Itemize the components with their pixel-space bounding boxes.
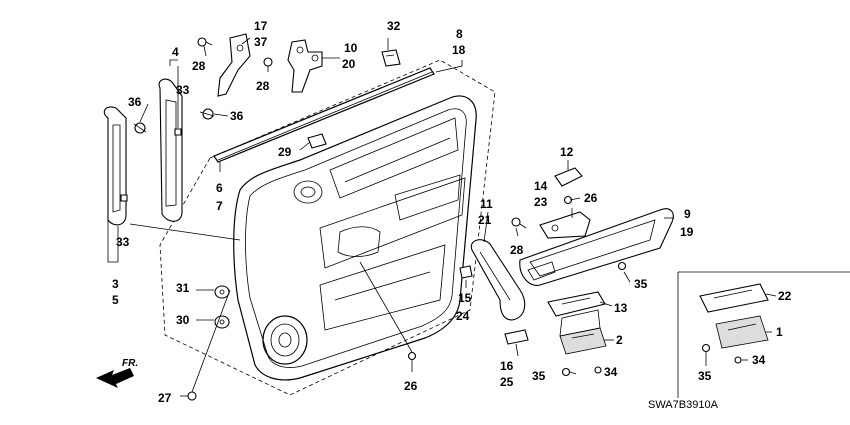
switch-panel-13 — [547, 291, 606, 317]
callout-26-upper: 26 — [584, 191, 598, 205]
callout-3: 3 — [112, 277, 119, 291]
callout-18: 18 — [452, 43, 466, 57]
callout-13: 13 — [614, 301, 628, 315]
callout-29: 29 — [278, 145, 292, 159]
bracket-17 — [217, 33, 251, 97]
callout-31: 31 — [176, 281, 190, 295]
callout-36-right: 36 — [230, 109, 244, 123]
callout-37: 37 — [254, 35, 268, 49]
callout-2: 2 — [616, 333, 623, 347]
callout-35-inset: 35 — [698, 369, 712, 383]
callout-33-lower: 33 — [116, 235, 130, 249]
inset-detail-box — [677, 271, 850, 398]
fasteners — [120, 37, 742, 401]
bracket-10 — [287, 39, 323, 93]
front-direction-label: FR. — [122, 358, 138, 369]
cap-12 — [554, 167, 583, 187]
callout-16: 16 — [500, 359, 514, 373]
callout-8: 8 — [456, 27, 463, 41]
clip-15 — [459, 265, 473, 279]
callout-11: 11 — [480, 197, 493, 211]
callout-12: 12 — [560, 145, 574, 159]
callout-35-switch: 35 — [532, 369, 546, 383]
callout-28-right: 28 — [510, 243, 524, 257]
callout-labels: 17 37 32 8 18 4 33 28 10 20 28 36 36 29 … — [112, 19, 792, 405]
callout-23: 23 — [534, 195, 548, 209]
pull-handle — [470, 239, 526, 321]
callout-30: 30 — [176, 313, 190, 327]
bracket-23 — [539, 211, 591, 239]
armrest-pad — [519, 208, 674, 286]
callout-17: 17 — [254, 19, 268, 33]
callout-4: 4 — [172, 45, 179, 59]
callout-32: 32 — [387, 19, 401, 33]
leader-lines — [107, 37, 777, 397]
callout-26-lower: 26 — [404, 379, 418, 393]
callout-28-left: 28 — [192, 59, 206, 73]
power-window-switch-2 — [559, 309, 607, 355]
callout-21: 21 — [478, 213, 492, 227]
front-direction-arrow — [96, 368, 134, 388]
diagram-code: SWA7B3910A — [648, 399, 719, 411]
callout-33-upper: 33 — [176, 83, 190, 97]
callout-27: 27 — [158, 391, 172, 405]
clip-29 — [307, 133, 327, 149]
upper-trim-garnish — [103, 78, 183, 226]
callout-34-inset: 34 — [752, 353, 766, 367]
callout-35-armrest: 35 — [634, 277, 648, 291]
callout-6: 6 — [216, 181, 223, 195]
callout-5: 5 — [112, 293, 119, 307]
callout-24: 24 — [456, 309, 470, 323]
callout-34-switch: 34 — [604, 365, 618, 379]
callout-15: 15 — [458, 291, 472, 305]
callout-7: 7 — [216, 199, 223, 213]
callout-10: 10 — [344, 41, 358, 55]
callout-28-mid: 28 — [256, 79, 270, 93]
callout-14: 14 — [534, 179, 548, 193]
callout-1: 1 — [776, 325, 783, 339]
callout-20: 20 — [342, 57, 356, 71]
clip-32 — [381, 49, 401, 67]
callout-25: 25 — [500, 375, 514, 389]
callout-19: 19 — [680, 225, 694, 239]
callout-36-left: 36 — [128, 95, 142, 109]
clip-16 — [504, 329, 529, 345]
callout-22: 22 — [778, 289, 792, 303]
door-lining-panel — [159, 59, 496, 396]
callout-9: 9 — [684, 207, 691, 221]
